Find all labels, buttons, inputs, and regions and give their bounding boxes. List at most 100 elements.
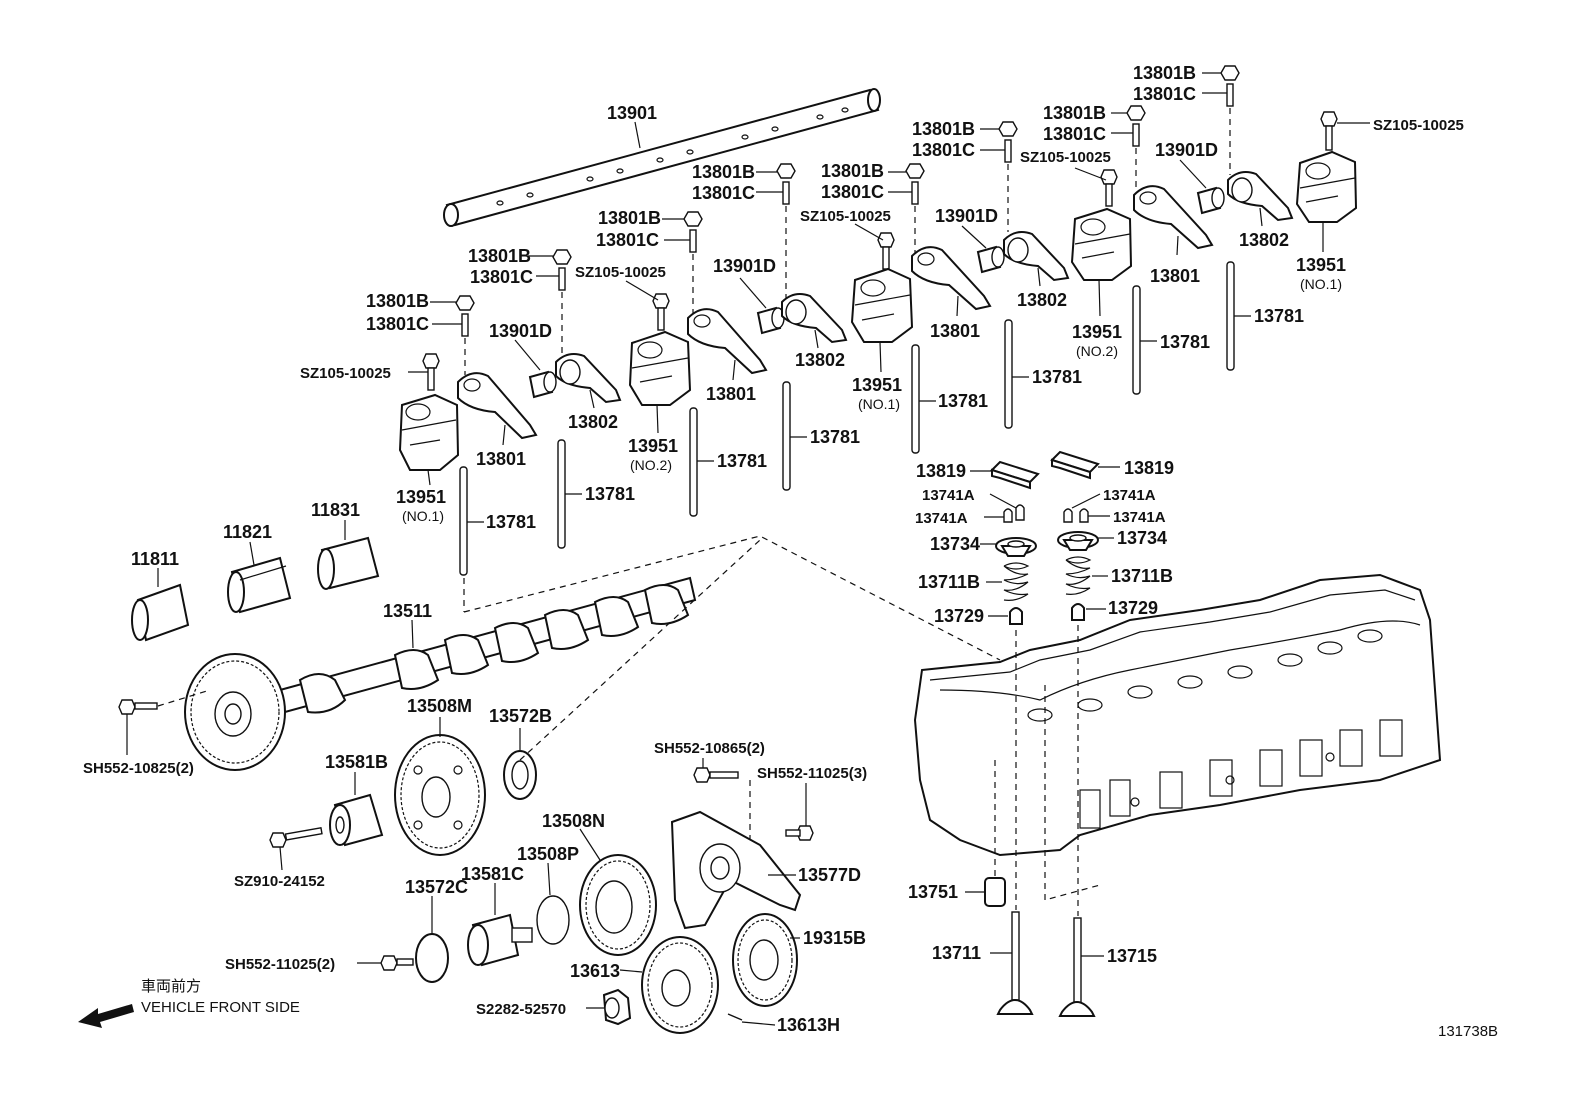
label-13613h: 13613H xyxy=(777,1015,840,1035)
label-13508n: 13508N xyxy=(542,811,605,831)
label-13951-2: 13951 xyxy=(628,436,678,456)
push-rod-4 xyxy=(782,381,807,491)
label-sz105-1: SZ105-10025 xyxy=(300,365,391,382)
rocker-support-3 xyxy=(850,267,914,373)
label-13801c-1: 13801C xyxy=(366,314,429,334)
label-13801c-2: 13801C xyxy=(470,267,533,287)
label-sz910: SZ910-24152 xyxy=(234,873,325,890)
label-19315b: 19315B xyxy=(803,928,866,948)
label-sz105-3: SZ105-10025 xyxy=(800,208,891,225)
label-13508m: 13508M xyxy=(407,696,472,716)
label-13901d-2: 13901D xyxy=(713,256,776,276)
plate-13572c xyxy=(415,896,449,983)
label-11821: 11821 xyxy=(223,522,272,542)
label-13511: 13511 xyxy=(383,601,432,621)
rocker-bushing-3 xyxy=(961,225,1005,274)
idler-gear-13508m xyxy=(394,717,486,856)
thrust-plate-13572b xyxy=(503,728,537,800)
support-bolt-4 xyxy=(1074,167,1118,207)
support-bolt-2 xyxy=(625,280,670,331)
camshaft xyxy=(278,576,697,714)
ring-13508p xyxy=(536,862,570,945)
bolt-sh552-11025-2 xyxy=(357,955,414,971)
label-13802-2: 13802 xyxy=(795,350,845,370)
push-rod-2 xyxy=(557,439,582,549)
label-s2282: S2282-52570 xyxy=(476,1001,566,1018)
adjust-screw-set-3 xyxy=(662,211,703,316)
rocker-support-2 xyxy=(628,330,692,434)
label-13901d-3: 13901D xyxy=(935,206,998,226)
label-13801b-4: 13801B xyxy=(692,162,755,182)
push-rod-6 xyxy=(1004,319,1029,429)
support-bolt-5 xyxy=(1320,111,1370,151)
label-13801b-1: 13801B xyxy=(366,291,429,311)
rocker-support-4 xyxy=(1070,207,1133,317)
label-13781-5: 13781 xyxy=(938,391,988,411)
camshaft-bearing-11811 xyxy=(131,568,190,642)
direction-label-japanese: 車両前方 xyxy=(141,978,201,995)
adjust-screw-set-7 xyxy=(1111,105,1146,190)
sprocket-19315b xyxy=(732,913,800,1007)
push-rod-5 xyxy=(911,344,936,454)
spring-retainer-left xyxy=(980,537,1037,557)
adjust-screw-set-8 xyxy=(1202,65,1240,175)
rocker-arm-13801-1 xyxy=(457,372,538,446)
front-direction-arrow-icon xyxy=(78,1004,134,1028)
label-sz105-4: SZ105-10025 xyxy=(1020,149,1111,166)
support-bolt-3 xyxy=(854,223,895,270)
cylinder-head xyxy=(913,573,1442,901)
label-13508p: 13508P xyxy=(517,844,579,864)
label-13711b-2: 13711B xyxy=(1111,566,1173,586)
rocker-bushing-1 xyxy=(514,339,557,399)
label-13801c-5: 13801C xyxy=(821,182,884,202)
label-13781-1: 13781 xyxy=(486,512,536,532)
gear-13613 xyxy=(619,936,719,1034)
label-13801b-7: 13801B xyxy=(1043,103,1106,123)
assembly-guide-line xyxy=(463,535,1001,661)
label-13581b: 13581B xyxy=(325,752,388,772)
label-13801c-6: 13801C xyxy=(912,140,975,160)
label-13715: 13715 xyxy=(1107,946,1157,966)
rocker-arm-13802-3 xyxy=(1003,231,1070,287)
camshaft-bearing-11831 xyxy=(317,520,380,590)
rocker-shaft xyxy=(443,88,881,227)
adjust-screw-set-2 xyxy=(528,249,572,355)
label-13901d-1: 13901D xyxy=(489,321,552,341)
support-bolt-1 xyxy=(408,353,440,391)
label-13801b-3: 13801B xyxy=(598,208,661,228)
adjust-screw-set-5 xyxy=(888,163,925,255)
rocker-bushing-2 xyxy=(739,277,785,335)
valve-stem-seal-right xyxy=(1071,603,1106,621)
label-sh552-11025-3: SH552-11025(3) xyxy=(757,765,867,782)
label-13801-2: 13801 xyxy=(706,384,756,404)
label-13801c-3: 13801C xyxy=(596,230,659,250)
push-rod-7 xyxy=(1132,285,1157,395)
nut-s2282-52570 xyxy=(586,988,632,1026)
label-13577d: 13577D xyxy=(798,865,861,885)
valve-keepers-right xyxy=(1063,493,1110,523)
label-13801b-2: 13801B xyxy=(468,246,531,266)
direction-label-english: VEHICLE FRONT SIDE xyxy=(141,999,300,1016)
label-13572b: 13572B xyxy=(489,706,552,726)
label-13781-2: 13781 xyxy=(585,484,635,504)
label-no1-2: (NO.1) xyxy=(858,396,900,412)
spring-retainer-right xyxy=(1057,531,1114,551)
label-no2-1: (NO.2) xyxy=(630,457,672,473)
label-13801-1: 13801 xyxy=(476,449,526,469)
label-13801c-7: 13801C xyxy=(1043,124,1106,144)
label-13741a-4: 13741A xyxy=(1113,509,1166,526)
rocker-arm-13801-4 xyxy=(1133,185,1214,256)
label-sh552-10825: SH552-10825(2) xyxy=(83,760,194,777)
label-13751: 13751 xyxy=(908,882,958,902)
label-13741a-1: 13741A xyxy=(922,487,975,504)
valve-guide-13751 xyxy=(965,760,1006,907)
shaft-13581c xyxy=(467,883,533,967)
gear-13508n xyxy=(579,828,657,956)
label-13734-1: 13734 xyxy=(930,534,980,554)
rocker-support-5 xyxy=(1295,150,1358,252)
bolt-sh552-10865 xyxy=(693,758,739,783)
rocker-bushing-4 xyxy=(1179,159,1225,215)
label-13801b-6: 13801B xyxy=(912,119,975,139)
label-sh552-10865: SH552-10865(2) xyxy=(654,740,765,757)
